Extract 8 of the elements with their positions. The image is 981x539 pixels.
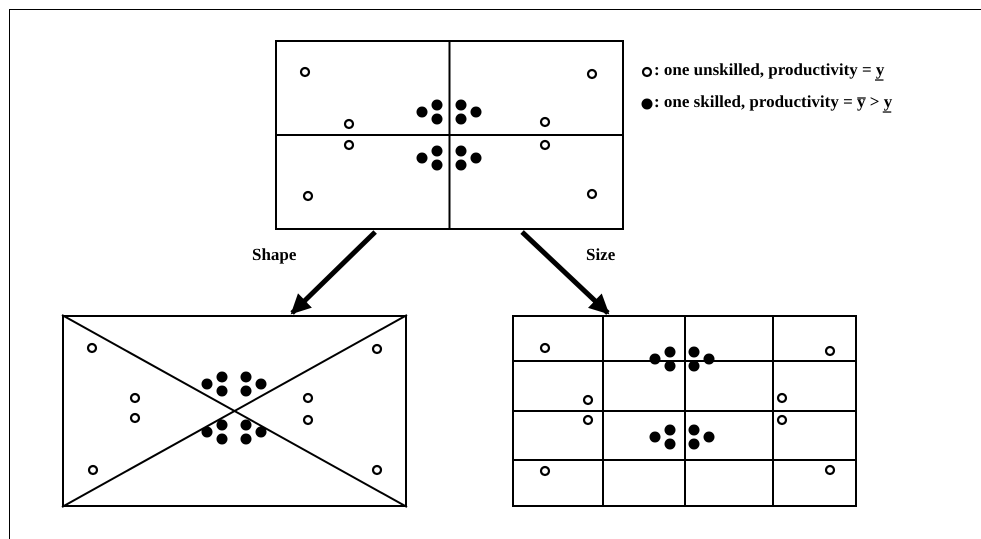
edge-label: Shape: [250, 245, 298, 265]
district-map-drawing: [512, 315, 857, 507]
district-map-drawing: [62, 315, 407, 507]
legend-text: : one unskilled, productivity = y̲: [654, 60, 884, 80]
district-map-drawing: [275, 40, 624, 230]
legend-text: : one skilled, productivity = y̅ > y̲: [654, 92, 892, 112]
arrow: [290, 230, 377, 315]
arrow: [520, 230, 610, 315]
